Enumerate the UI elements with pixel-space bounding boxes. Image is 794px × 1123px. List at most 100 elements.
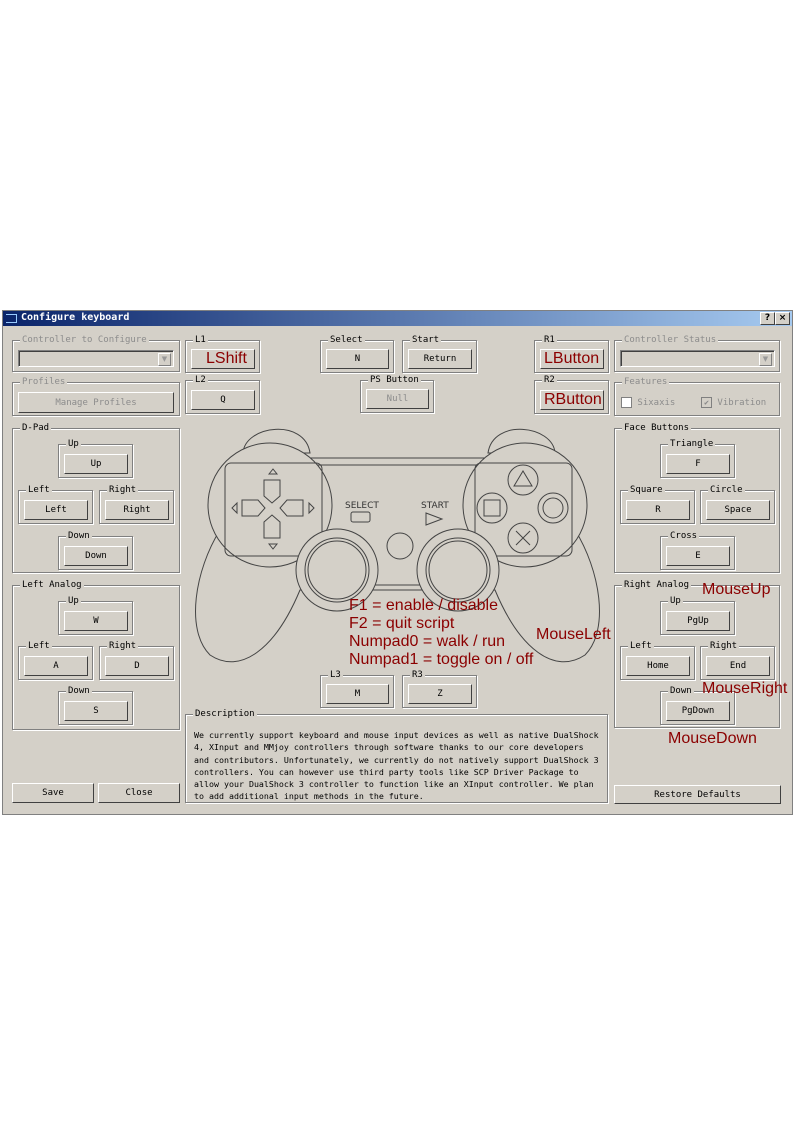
hotkey-line: Numpad0 = walk / run (349, 633, 506, 650)
start-button[interactable]: Return (408, 349, 472, 369)
right-analog-down-button[interactable]: PgDown (666, 701, 730, 721)
group-label: Up (668, 595, 683, 607)
group-label: R1 (542, 334, 557, 346)
vibration-checkbox[interactable]: ✔ Vibration (701, 397, 766, 408)
controller-illustration: SELECT START (195, 428, 600, 663)
r2-group: R2 (534, 374, 609, 414)
cross-button[interactable]: E (666, 546, 730, 566)
group-label: L2 (193, 374, 208, 386)
group-label: Right (107, 484, 139, 496)
right-analog-up-button[interactable]: PgUp (666, 611, 730, 631)
description-group: Description We currently support keyboar… (185, 708, 608, 803)
left-analog-up-button[interactable]: W (64, 611, 128, 631)
left-analog-group: Left Analog (12, 579, 180, 730)
group-label: Right (107, 640, 139, 652)
controller-status-select[interactable]: ▼ (620, 350, 775, 367)
face-plate (474, 462, 573, 557)
left-analog-down-button[interactable]: S (64, 701, 128, 721)
group-label: Profiles (20, 376, 68, 388)
dpad-right-button[interactable]: Right (105, 500, 169, 520)
right-analog-left-button[interactable]: Home (626, 656, 690, 676)
r1-button[interactable] (540, 349, 604, 369)
group-label: Description (193, 708, 257, 720)
sixaxis-checkbox[interactable]: Sixaxis (621, 397, 675, 408)
dpad-up-button[interactable]: Up (64, 454, 128, 474)
group-label: Controller to Configure (20, 334, 149, 346)
group-label: Down (66, 530, 92, 542)
group-label: Select (328, 334, 365, 346)
group-label: Controller Status (622, 334, 719, 346)
ps-pad-button (386, 532, 414, 560)
dpad-housing (207, 442, 333, 568)
l1-button[interactable] (191, 349, 255, 369)
close-window-button[interactable]: × (775, 312, 790, 325)
select-button[interactable]: N (326, 349, 389, 369)
left-analog-left-button[interactable]: A (24, 656, 88, 676)
right-analog-right-button[interactable]: End (706, 656, 770, 676)
overlay-right-analog-up: MouseUp (702, 581, 771, 598)
l2-button[interactable]: Q (191, 390, 255, 410)
group-label: Face Buttons (622, 422, 692, 434)
group-label: PS Button (368, 374, 421, 386)
square-button[interactable]: R (626, 500, 690, 520)
triangle-button[interactable]: F (666, 454, 730, 474)
window-menu-icon[interactable] (6, 314, 17, 323)
group-label: Square (628, 484, 665, 496)
controller-to-configure-group: Controller to Configure ▼ (12, 334, 180, 372)
right-analog-group: Right Analog (614, 579, 780, 728)
group-label: R3 (410, 669, 425, 681)
r2-button[interactable] (540, 390, 604, 410)
ps-button[interactable]: Null (366, 389, 429, 409)
checkbox-box (621, 397, 632, 408)
group-label: Left (26, 484, 52, 496)
r3-button[interactable]: Z (408, 684, 472, 704)
start-pad-icon (425, 512, 444, 526)
overlay-l1: LShift (206, 350, 247, 367)
overlay-right-analog-down: MouseDown (668, 730, 757, 747)
group-label: Triangle (668, 438, 716, 450)
l1-group: L1 (185, 334, 260, 373)
dpad-down-button[interactable]: Down (64, 546, 128, 566)
manage-profiles-button[interactable]: Manage Profiles (18, 392, 174, 413)
restore-defaults-button[interactable]: Restore Defaults (614, 785, 781, 804)
dpad-left-button[interactable]: Left (24, 500, 88, 520)
circle-button[interactable]: Space (706, 500, 770, 520)
profiles-group: Profiles Manage Profiles (12, 376, 180, 416)
hotkey-line: F1 = enable / disable (349, 597, 498, 614)
select-pad-button (350, 511, 371, 523)
l3-button[interactable]: M (326, 684, 389, 704)
chevron-down-icon: ▼ (759, 353, 772, 366)
group-label: L3 (328, 669, 343, 681)
dpad-group: D-Pad (12, 422, 180, 573)
group-label: Left Analog (20, 579, 84, 591)
vibration-label: Vibration (717, 398, 767, 408)
sixaxis-label: Sixaxis (637, 398, 676, 408)
controller-select[interactable]: ▼ (18, 350, 174, 367)
group-label: R2 (542, 374, 557, 386)
group-label: Cross (668, 530, 700, 542)
close-button[interactable]: Close (98, 783, 180, 803)
overlay-right-analog-right: MouseRight (702, 680, 788, 697)
help-button[interactable]: ? (760, 312, 775, 325)
hotkey-line: Numpad1 = toggle on / off (349, 651, 534, 668)
save-button[interactable]: Save (12, 783, 94, 803)
title-bar[interactable]: Configure keyboard ? × (3, 311, 792, 326)
left-analog-right-button[interactable]: D (105, 656, 169, 676)
face-buttons-group: Face Buttons (614, 422, 780, 573)
